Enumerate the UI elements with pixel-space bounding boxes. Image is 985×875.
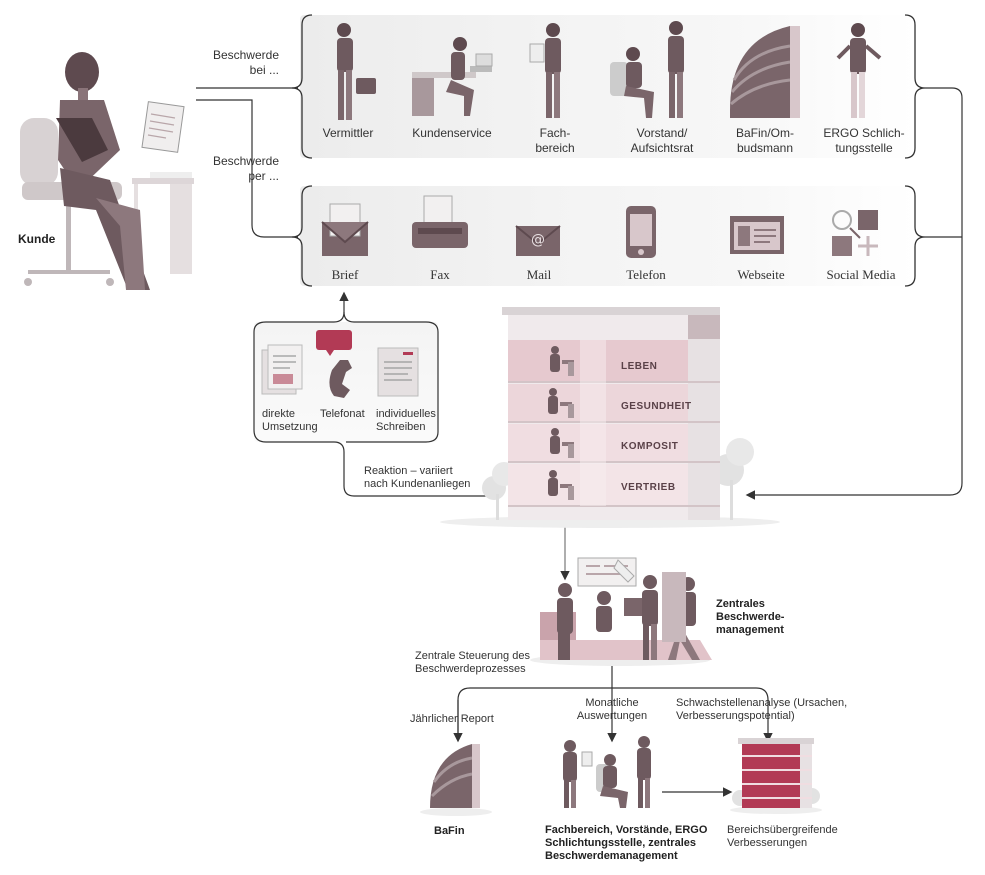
- department-figure: [529, 23, 561, 118]
- channel-letter: Brief: [331, 267, 359, 282]
- ombudsman-figure: [836, 23, 882, 118]
- speech-bubble-icon: [316, 330, 352, 356]
- mail-icon: @: [515, 225, 561, 256]
- recipient-broker: Vermittler: [322, 126, 374, 140]
- letter-document-icon: [377, 347, 419, 397]
- complaint-via-label: Beschwerde per ...: [212, 154, 279, 183]
- floor-health: GESUNDHEIT: [621, 401, 692, 412]
- floor-life: LEBEN: [621, 361, 658, 372]
- website-icon: [730, 216, 784, 254]
- bafin-bottom-building: [420, 744, 492, 816]
- recipients-panel: [300, 15, 917, 158]
- recipient-board: Vorstand/Aufsichtsrat: [630, 126, 694, 155]
- bafin-bottom-label: BaFin: [434, 825, 465, 837]
- channel-fax: Fax: [430, 267, 450, 282]
- customer-label: Kunde: [18, 232, 56, 246]
- board-figures: [610, 21, 684, 118]
- broker-figure: [337, 23, 376, 120]
- social-media-icon: [832, 210, 878, 256]
- channel-social: Social Media: [826, 267, 896, 282]
- letter-icon: [321, 203, 369, 256]
- channels-panel: [300, 186, 917, 286]
- recipient-service: Kundenservice: [412, 126, 492, 140]
- annual-report-label: Jährlicher Report: [410, 713, 494, 725]
- improvement-building: [730, 738, 822, 814]
- channel-mail: Mail: [526, 267, 552, 282]
- phone-icon: [626, 206, 656, 258]
- floor-sales: VERTRIEB: [621, 482, 676, 493]
- svg-text:@: @: [531, 232, 545, 248]
- response-call: Telefonat: [320, 408, 365, 420]
- recipient-bafin: BaFin/Om-budsmann: [735, 126, 794, 155]
- telephone-handset-icon: [329, 360, 352, 398]
- channel-website: Webseite: [737, 267, 785, 282]
- bafin-building: [730, 26, 800, 118]
- service-figure: [412, 37, 493, 116]
- documents-icon: [261, 344, 303, 395]
- floor-property: KOMPOSIT: [621, 441, 679, 452]
- complaint-to-label: Beschwerde bei ...: [212, 48, 279, 77]
- fax-icon: [412, 195, 468, 248]
- group-meeting-figures: [563, 736, 651, 808]
- recipient-ergo: ERGO Schlich-tungsstelle: [823, 126, 905, 155]
- weakness-analysis-label: Schwachstellenanalyse (Ursachen,Verbesse…: [676, 697, 848, 722]
- recipient-department: Fach-bereich: [535, 126, 575, 155]
- channel-phone: Telefon: [626, 267, 666, 282]
